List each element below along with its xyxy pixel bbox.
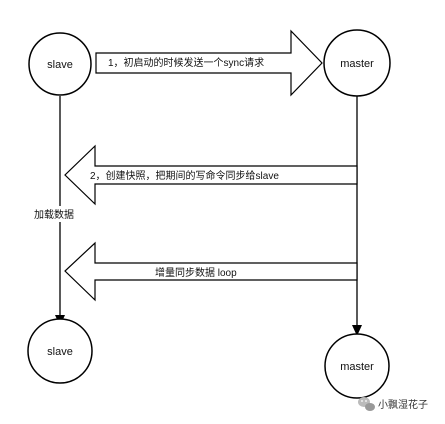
master-node-bottom: master	[324, 333, 390, 399]
snapshot-arrow: 2，创建快照，把期间的写命令同步给slave	[64, 144, 358, 206]
sync-request-label: 1，初启动的时候发送一个sync请求	[108, 56, 264, 69]
snapshot-label: 2，创建快照，把期间的写命令同步给slave	[90, 169, 279, 182]
slave-node-bottom: slave	[27, 318, 93, 384]
wechat-icon	[358, 397, 375, 411]
master-lifeline-arrowhead	[352, 325, 362, 336]
watermark-text: 小飘湿花子	[378, 398, 428, 411]
slave-top-label: slave	[47, 59, 73, 71]
master-node-top: master	[323, 29, 391, 97]
load-data-label: 加载数据	[34, 208, 74, 221]
watermark: 小飘湿花子	[358, 397, 428, 411]
slave-bottom-label: slave	[47, 346, 73, 358]
side-label-background	[30, 206, 88, 222]
incremental-sync-arrow: 增量同步数据 loop	[64, 241, 358, 302]
sync-request-arrow: 1，初启动的时候发送一个sync请求	[95, 29, 323, 97]
master-bottom-label: master	[340, 361, 374, 373]
incremental-sync-label: 增量同步数据 loop	[155, 266, 237, 279]
master-top-label: master	[340, 58, 374, 70]
slave-node-top: slave	[28, 32, 92, 96]
